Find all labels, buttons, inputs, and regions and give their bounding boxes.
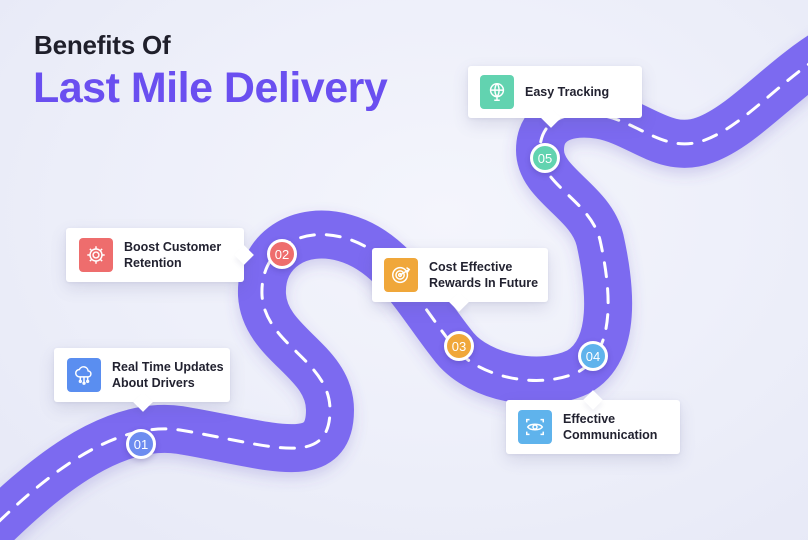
gear-icon <box>79 238 113 272</box>
title-line-2: Last Mile Delivery <box>33 64 388 112</box>
cloud-network-icon <box>67 358 101 392</box>
card-cost-effective-rewards: Cost Effective Rewards In Future <box>372 248 548 312</box>
target-icon <box>384 258 418 292</box>
card-easy-tracking: Easy Tracking <box>468 66 642 128</box>
step-label-03: Cost Effective Rewards In Future <box>429 260 539 290</box>
step-marker-05: 05 <box>530 143 560 173</box>
eye-scan-icon <box>518 410 552 444</box>
step-label-02: Boost Customer Retention <box>124 240 222 270</box>
card-effective-communication: Effective Communication <box>506 390 680 454</box>
title-line-1: Benefits Of <box>34 30 171 60</box>
step-label-04: Effective Communication <box>563 412 658 442</box>
step-marker-01: 01 <box>126 429 156 459</box>
step-label-05: Easy Tracking <box>525 85 610 99</box>
step-marker-02: 02 <box>267 239 297 269</box>
step-label-01: Real Time Updates About Drivers <box>112 360 224 390</box>
globe-pin-icon <box>480 75 514 109</box>
step-marker-04: 04 <box>578 341 608 371</box>
step-marker-03: 03 <box>444 331 474 361</box>
card-boost-customer-retention: Boost Customer Retention <box>66 228 254 282</box>
card-real-time-updates: Real Time Updates About Drivers <box>54 348 230 412</box>
